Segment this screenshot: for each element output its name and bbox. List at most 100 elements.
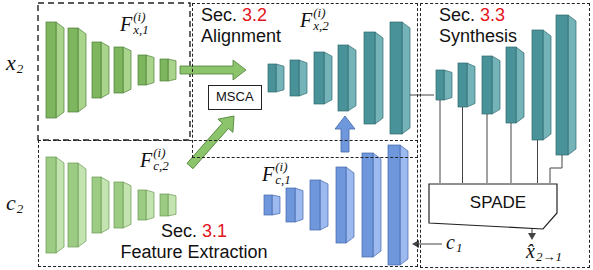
math-subscript: x,1 xyxy=(133,23,149,36)
layer-front xyxy=(46,22,56,118)
section-heading: Alignment xyxy=(201,26,281,47)
section-heading: Sec. xyxy=(161,221,197,242)
layer-front xyxy=(364,32,375,124)
layer-side xyxy=(348,45,356,111)
section-heading-block: Sec.3.1Feature Extraction xyxy=(109,221,279,262)
synthesis-decoder xyxy=(436,15,576,155)
layer-front xyxy=(290,60,299,96)
layer-side xyxy=(543,30,551,140)
layer-side xyxy=(516,47,524,123)
layer-front xyxy=(268,64,276,92)
layer-side xyxy=(467,63,475,107)
layer-side xyxy=(146,55,154,85)
layer-side xyxy=(373,153,381,257)
heading-row: Alignment xyxy=(201,26,281,47)
encoder-frame xyxy=(38,3,190,140)
layer-front xyxy=(436,70,444,100)
layer-front xyxy=(114,47,123,93)
section-number: 3.2 xyxy=(242,5,267,26)
layer-side xyxy=(324,52,332,104)
math-superscript: (i) xyxy=(153,146,165,159)
skip-line xyxy=(537,140,538,183)
layer-side xyxy=(78,163,86,247)
layer-side xyxy=(568,15,576,155)
aligned-features xyxy=(268,22,410,134)
layer-front xyxy=(68,28,78,112)
math-symbol-base: c xyxy=(446,232,455,252)
math-symbol-base: c xyxy=(6,192,16,214)
feature-line xyxy=(410,95,434,96)
layer-front xyxy=(264,195,272,215)
target-condition-encoder xyxy=(264,145,408,265)
section-heading-block: Sec.3.2Alignment xyxy=(201,5,281,46)
layer-side xyxy=(78,28,86,112)
feature-extraction-region: Sec.3.1Feature Extraction xyxy=(38,140,418,267)
layer-side xyxy=(101,42,109,98)
feature-arrow xyxy=(180,60,246,80)
layer-front xyxy=(362,153,373,257)
layer-side xyxy=(299,60,307,96)
layer-front xyxy=(458,63,467,107)
skip-line xyxy=(511,123,512,183)
layer-side xyxy=(402,22,410,134)
arrow-head xyxy=(528,233,536,240)
module-box: MSCA xyxy=(208,85,262,110)
section-number: 3.3 xyxy=(480,5,505,26)
skip-line xyxy=(487,114,488,183)
section-heading: Feature Extraction xyxy=(120,242,267,263)
layer-front xyxy=(338,45,348,111)
math-symbol-base: F xyxy=(140,150,152,170)
layer-front xyxy=(286,188,295,222)
layer-front xyxy=(310,180,320,230)
math-subscript: 2 xyxy=(17,62,24,75)
math-superscript: (i) xyxy=(275,160,287,173)
section-heading: Synthesis xyxy=(439,26,517,47)
layer-front xyxy=(532,30,543,140)
layer-front xyxy=(114,182,123,228)
layer-front xyxy=(336,167,346,243)
layer-front xyxy=(160,59,168,81)
layer-side xyxy=(123,47,131,93)
skip-line xyxy=(440,100,441,183)
layer-side xyxy=(400,145,408,265)
layer-side xyxy=(101,177,109,233)
layer-side xyxy=(168,59,176,81)
skip-line xyxy=(550,155,562,183)
section-heading: Sec. xyxy=(439,5,475,26)
skip-line xyxy=(462,107,463,183)
layer-front xyxy=(138,190,146,220)
module-label: MSCA xyxy=(216,90,254,105)
layer-front xyxy=(138,55,146,85)
layer-front xyxy=(388,145,400,265)
layer-side xyxy=(56,157,64,253)
layer-side xyxy=(444,70,452,100)
image-encoder xyxy=(46,22,176,118)
heading-row: Sec.3.1 xyxy=(109,221,279,242)
math-superscript: (i) xyxy=(313,6,325,19)
layer-front xyxy=(314,52,324,104)
layer-front xyxy=(92,42,101,98)
heading-row: Synthesis xyxy=(439,26,517,47)
layer-side xyxy=(56,22,64,118)
section-number: 3.1 xyxy=(202,221,227,242)
math-symbol-base: F xyxy=(120,14,132,34)
math-subscript: c,2 xyxy=(153,159,169,172)
heading-row: Sec.3.2 xyxy=(201,5,281,26)
synthesis-region: SPADESec.3.3Synthesis xyxy=(420,3,590,268)
layer-side xyxy=(276,64,284,92)
math-superscript: (i) xyxy=(133,10,145,23)
layer-front xyxy=(68,163,78,247)
heading-row: Feature Extraction xyxy=(109,242,279,263)
layer-front xyxy=(390,22,402,134)
section-heading: Sec. xyxy=(201,5,237,26)
section-heading-block: Sec.3.3Synthesis xyxy=(439,5,517,46)
layer-side xyxy=(346,167,354,243)
layer-front xyxy=(92,177,101,233)
math-symbol-base: x xyxy=(6,52,16,74)
layer-front xyxy=(506,47,516,123)
layer-side xyxy=(295,188,303,222)
math-subscript: x,2 xyxy=(313,19,329,32)
layer-front xyxy=(46,157,56,253)
math-symbol-base: F xyxy=(300,10,312,30)
